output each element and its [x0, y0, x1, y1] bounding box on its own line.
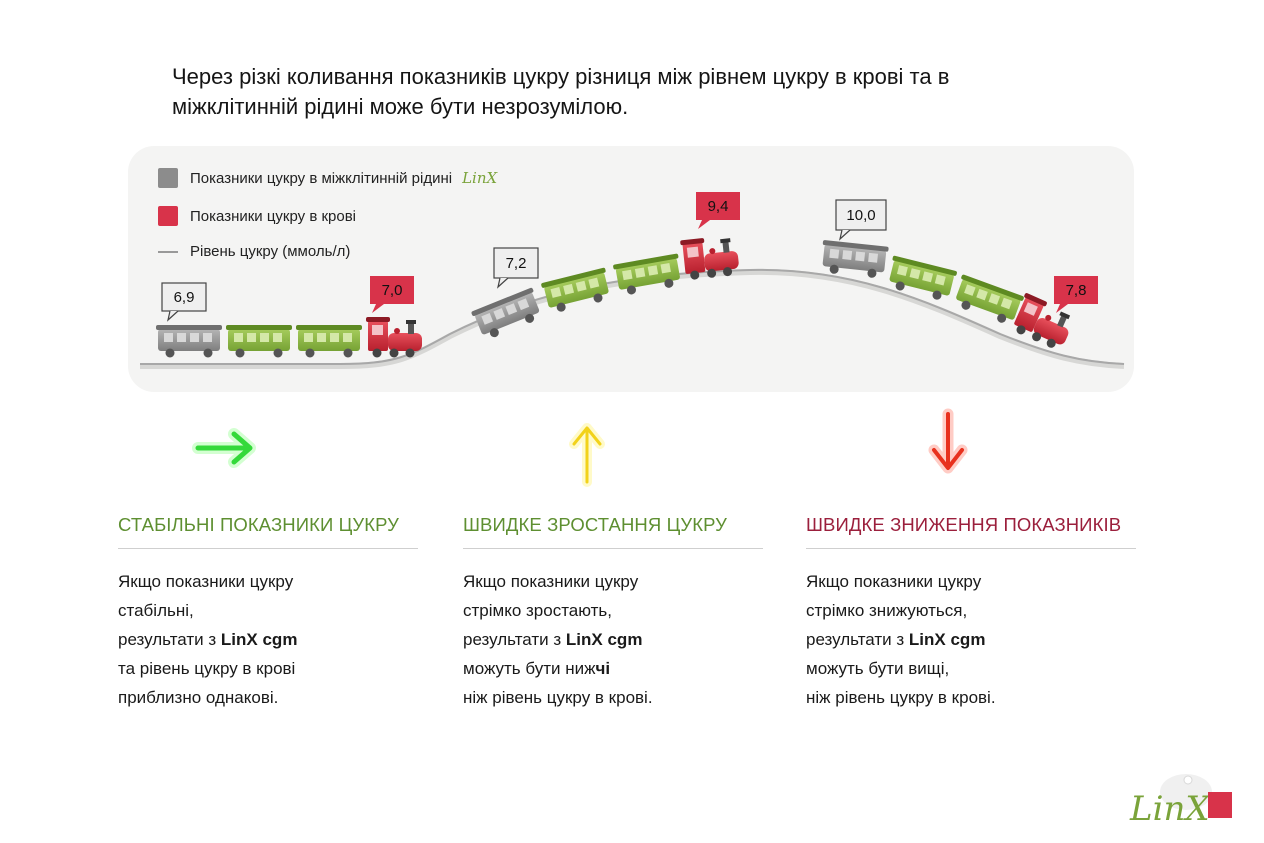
legend-level-label: Рівень цукру (ммоль/л) [190, 243, 351, 260]
bubble-fall-interstitial: 10,0 [835, 199, 887, 241]
text-line: Якщо показники цукру [463, 572, 639, 591]
column-stable-title: СТАБІЛЬНІ ПОКАЗНИКИ ЦУКРУ [118, 514, 418, 549]
value-stable-blood: 7,0 [382, 282, 403, 299]
bubble-rise-blood: 9,4 [696, 192, 740, 229]
headline: Через різкі коливання показників цукру р… [172, 64, 950, 119]
value-rise-blood: 9,4 [708, 198, 729, 215]
text-line: можуть бути вищі, [806, 659, 950, 678]
arrow-right-icon [192, 428, 256, 468]
level-line-swatch [158, 250, 178, 253]
legend-blood: Показники цукру в крові [158, 206, 356, 226]
value-fall-blood: 7,8 [1066, 282, 1087, 299]
value-stable-interstitial: 6,9 [174, 289, 195, 306]
interstitial-swatch [158, 168, 178, 188]
linx-brand-logo: LinX [1129, 774, 1232, 829]
text-line: стрімко знижуються, [806, 601, 968, 620]
text-line: ніж рівень цукру в крові. [463, 688, 653, 707]
text-line: ніж рівень цукру в крові. [806, 688, 996, 707]
legend-interstitial-label: Показники цукру в міжклітинній рідині [190, 169, 453, 187]
text-line: Якщо показники цукру [118, 572, 294, 591]
bubble-stable-blood: 7,0 [370, 276, 414, 313]
column-rise-title: ШВИДКЕ ЗРОСТАННЯ ЦУКРУ [463, 514, 763, 549]
legend-level: Рівень цукру (ммоль/л) [158, 243, 350, 260]
text-line: результати з LinX cgm [806, 630, 986, 649]
column-stable: СТАБІЛЬНІ ПОКАЗНИКИ ЦУКРУ Якщо показники… [118, 514, 418, 712]
legend-interstitial: Показники цукру в міжклітинній рідині Li… [158, 168, 497, 188]
brand-logo-text: LinX [1129, 789, 1211, 829]
text-line: приблизно однакові. [118, 688, 279, 707]
text-line: стабільні, [118, 601, 194, 620]
column-rise-text: Якщо показники цукру стрімко зростають, … [463, 567, 763, 712]
column-fall: ШВИДКЕ ЗНИЖЕННЯ ПОКАЗНИКІВ Якщо показник… [806, 514, 1136, 712]
text-line: Якщо показники цукру [806, 572, 982, 591]
bubble-fall-blood: 7,8 [1054, 276, 1098, 313]
text-line: можуть бути нижчі [463, 659, 611, 678]
bubble-rise-interstitial: 7,2 [493, 247, 539, 289]
text-line: стрімко зростають, [463, 601, 613, 620]
blood-swatch [158, 206, 178, 226]
stable-train [156, 317, 422, 358]
track-shadow [140, 268, 1125, 369]
column-stable-text: Якщо показники цукру стабільні, результа… [118, 567, 418, 712]
linx-logo-small: LinX [462, 169, 498, 187]
text-line: результати з LinX cgm [463, 630, 643, 649]
text-line: та рівень цукру в крові [118, 659, 296, 678]
sugar-level-line [140, 268, 1125, 365]
value-rise-interstitial: 7,2 [506, 255, 527, 272]
arrow-up-icon [569, 423, 605, 487]
arrow-down-icon [928, 408, 968, 474]
text-line: результати з LinX cgm [118, 630, 298, 649]
fall-train [819, 239, 1077, 353]
legend-blood-label: Показники цукру в крові [190, 207, 357, 225]
bubble-stable-interstitial: 6,9 [161, 282, 207, 322]
column-rise: ШВИДКЕ ЗРОСТАННЯ ЦУКРУ Якщо показники цу… [463, 514, 763, 712]
column-fall-text: Якщо показники цукру стрімко знижуються,… [806, 567, 1136, 712]
column-fall-title: ШВИДКЕ ЗНИЖЕННЯ ПОКАЗНИКІВ [806, 514, 1136, 549]
value-fall-interstitial: 10,0 [846, 207, 875, 224]
